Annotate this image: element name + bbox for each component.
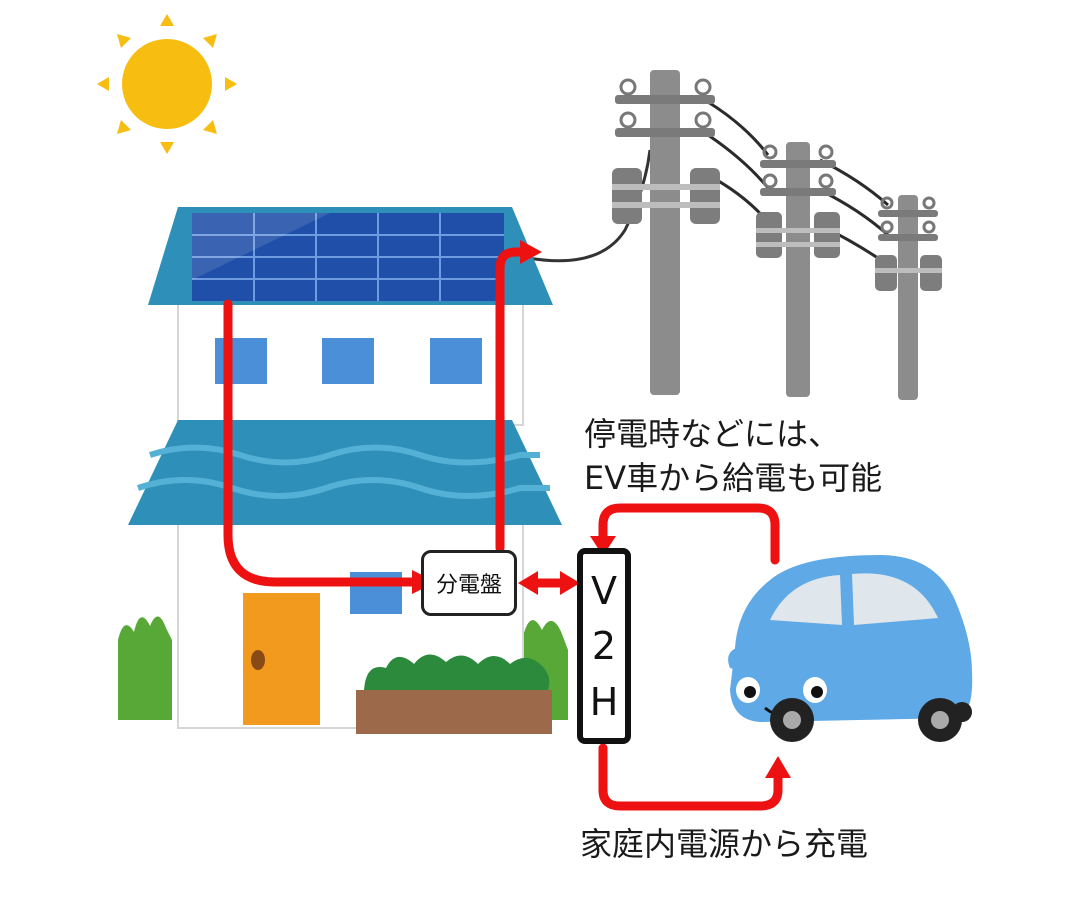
- v2h-char-2: 2: [591, 624, 617, 668]
- outage-note-line2: EV車から給電も可能: [584, 459, 883, 497]
- v2h-char-v: V: [591, 568, 617, 613]
- utility-pole-icon: [527, 70, 942, 400]
- distribution-panel-box: 分電盤: [421, 550, 517, 616]
- sun-icon: [97, 14, 237, 154]
- outage-note-line1: 停電時などには、: [584, 415, 841, 453]
- arrow-icon: [412, 240, 791, 778]
- car-icon: [728, 555, 973, 742]
- v2h-char-h: H: [589, 679, 619, 724]
- distribution-panel-label: 分電盤: [435, 573, 502, 598]
- charge-note: 家庭内電源から充電: [580, 825, 869, 863]
- v2h-box: V 2 H: [577, 548, 631, 744]
- solar-panel-icon: [192, 213, 504, 301]
- outage-note: 停電時などには、 EV車から給電も可能: [584, 412, 882, 500]
